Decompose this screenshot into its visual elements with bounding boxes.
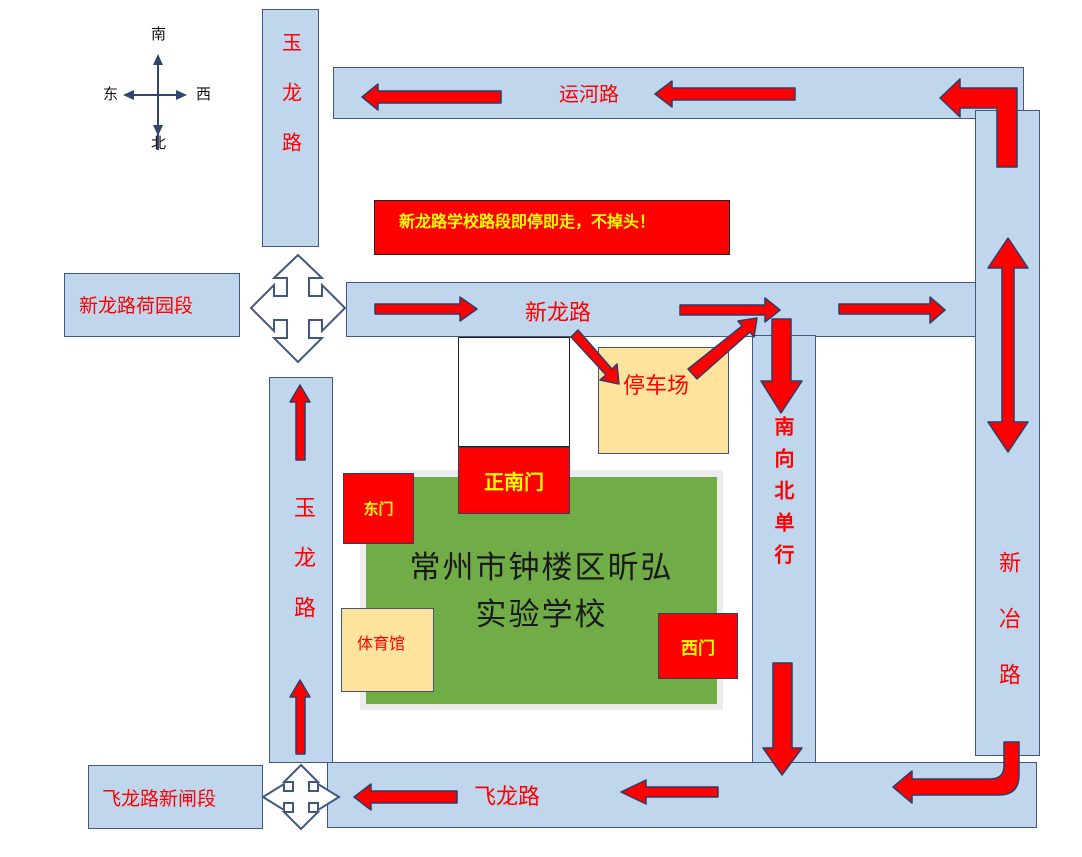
gate-west: 西门: [658, 613, 738, 679]
notice-banner: 新龙路学校路段即停即走，不掉头！: [374, 200, 730, 255]
road-yunhe: 运河路: [333, 67, 1024, 119]
road-yulong-north: 玉龙路: [262, 9, 319, 247]
gate-east-label: 东门: [363, 500, 394, 518]
parking-lot: 停车场: [598, 347, 729, 454]
compass-east: 东: [103, 85, 119, 103]
road-yulong-north-label: 玉龙路: [278, 32, 303, 182]
road-feilong-xinzha-label: 飞龙路新闸段: [102, 788, 217, 810]
road-xinye: 新冶路: [975, 110, 1040, 756]
compass-west: 西: [196, 85, 212, 103]
gate-west-label: 西门: [681, 638, 715, 659]
road-xinlong: 新龙路: [346, 282, 976, 337]
road-feilong-xinzha: 飞龙路新闸段: [88, 765, 263, 829]
road-yulong-south: 玉龙路: [269, 377, 333, 763]
entrance-lane: [458, 337, 570, 447]
intersection-cross-north-icon: [249, 253, 347, 364]
road-feilong-label: 飞龙路: [474, 785, 541, 810]
parking-lot-label: 停车场: [623, 374, 690, 399]
notice-text: 新龙路学校路段即停即走，不掉头！: [399, 212, 656, 231]
compass-arrows-icon: [123, 54, 187, 150]
gate-south-main-label: 正南门: [484, 470, 544, 494]
gymnasium: 体育馆: [341, 608, 434, 692]
gate-south-main: 正南门: [458, 447, 570, 514]
road-xinlong-heyuan-label: 新龙路荷园段: [79, 295, 194, 317]
road-xinlong-heyuan: 新龙路荷园段: [64, 273, 240, 337]
compass-south: 南: [151, 25, 167, 43]
gymnasium-label: 体育馆: [357, 634, 406, 653]
road-feilong: 飞龙路: [327, 762, 1037, 828]
school-name-line-2: 实验学校: [475, 596, 608, 633]
road-xinye-label: 新冶路: [995, 551, 1020, 719]
compass-north: 北: [151, 134, 167, 152]
gate-east: 东门: [343, 473, 414, 544]
road-yunhe-label: 运河路: [559, 82, 619, 106]
road-xinlong-label: 新龙路: [525, 301, 592, 326]
road-yulong-south-label: 玉龙路: [290, 496, 315, 646]
school-name-line-1: 常州市钟楼区昕弘: [409, 550, 674, 586]
road-one-way: 南向北单行: [752, 335, 816, 777]
road-one-way-label: 南向北单行: [771, 416, 795, 576]
compass: 南 东 西 北: [95, 25, 225, 160]
